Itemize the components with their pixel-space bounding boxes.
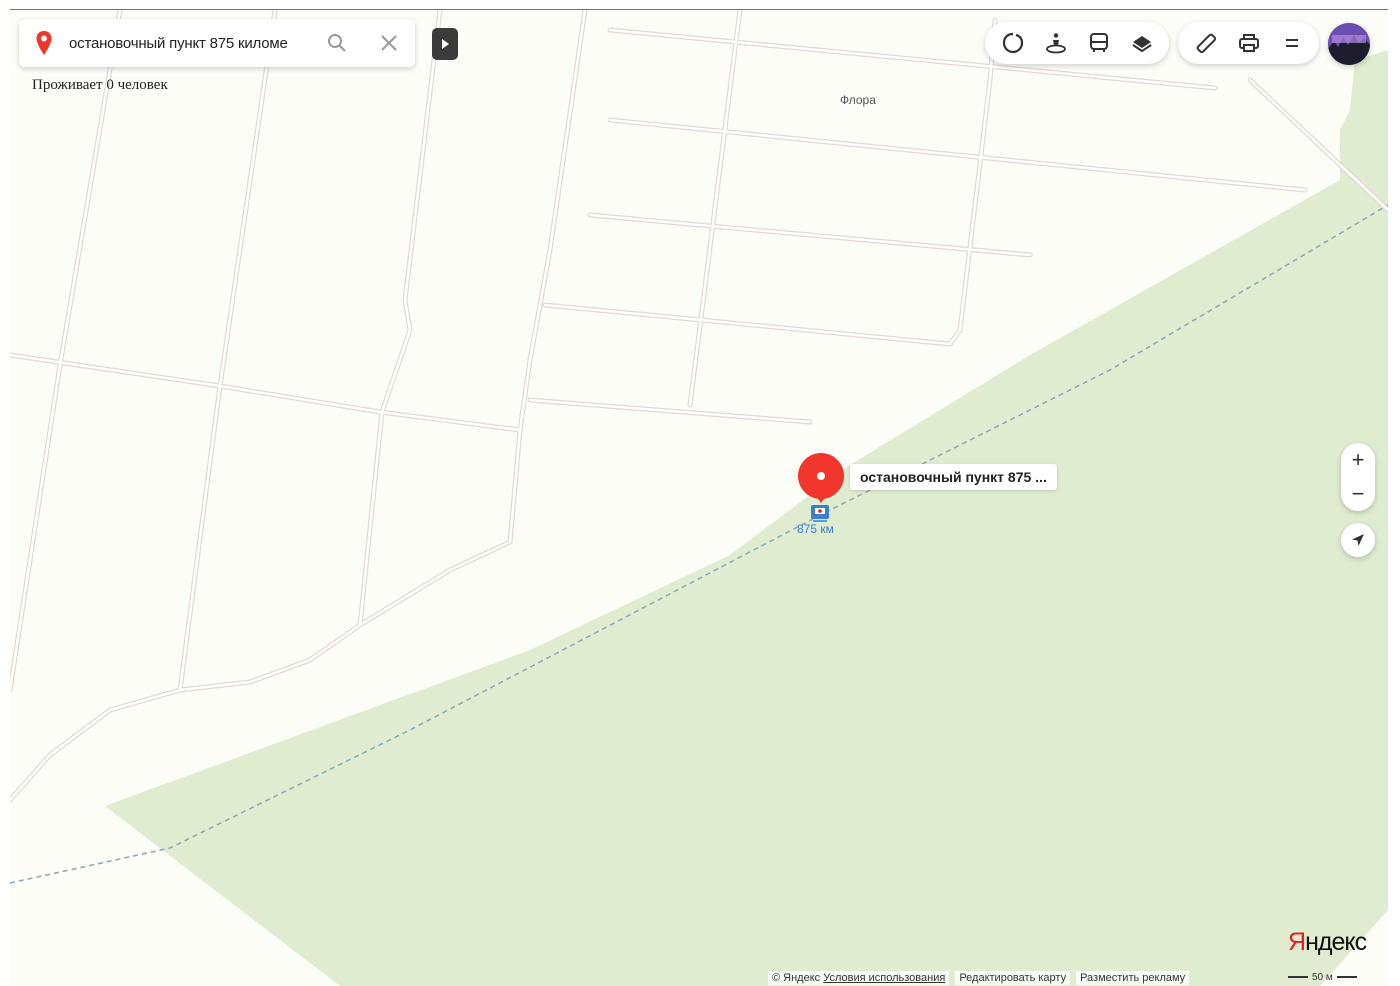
edit-map-link[interactable]: Редактировать карту bbox=[955, 970, 1071, 985]
ruler-icon bbox=[1196, 33, 1216, 54]
avatar-image-icon bbox=[1328, 23, 1370, 65]
location-pin-icon bbox=[35, 30, 55, 56]
panorama-button[interactable] bbox=[1034, 22, 1077, 64]
terms-link[interactable]: Условия использования bbox=[823, 971, 946, 984]
yandex-logo[interactable]: Яндекс bbox=[1288, 928, 1367, 956]
zoom-control: + − bbox=[1341, 443, 1375, 511]
scale-value: 50 м bbox=[1312, 971, 1333, 983]
roads-fill bbox=[10, 10, 1388, 802]
navigation-arrow-icon bbox=[1352, 534, 1364, 546]
ruler-button[interactable] bbox=[1184, 22, 1227, 64]
search-input[interactable]: остановочный пункт 875 киломе bbox=[69, 34, 288, 52]
panorama-icon bbox=[1045, 33, 1066, 54]
search-result-marker[interactable] bbox=[796, 453, 846, 503]
print-button[interactable] bbox=[1227, 22, 1270, 64]
place-label-flora: Флора bbox=[840, 93, 876, 107]
utility-toolbar bbox=[1178, 22, 1319, 64]
copyright-notice: © Яндекс Условия использования bbox=[768, 970, 950, 985]
geolocation-button[interactable] bbox=[1341, 523, 1375, 557]
play-arrow-icon bbox=[442, 39, 449, 49]
search-button[interactable] bbox=[325, 31, 349, 55]
marker-pin-icon bbox=[798, 453, 844, 503]
forest-area bbox=[105, 50, 1388, 986]
map-footer: © Яндекс Условия использования Редактиро… bbox=[768, 969, 1190, 986]
user-avatar[interactable] bbox=[1328, 23, 1370, 65]
railway-stop-label: 875 км bbox=[797, 522, 834, 536]
print-icon bbox=[1238, 34, 1259, 52]
railway-line bbox=[10, 204, 1388, 884]
layers-icon bbox=[1131, 36, 1152, 53]
expand-panel-button[interactable] bbox=[432, 28, 458, 60]
railway-stop-icon[interactable] bbox=[810, 504, 830, 522]
layers-button[interactable] bbox=[1120, 22, 1163, 64]
map-canvas[interactable] bbox=[10, 10, 1388, 986]
routes-icon bbox=[1002, 32, 1023, 54]
marker-label[interactable]: остановочный пункт 875 ... bbox=[850, 464, 1057, 490]
map-viewport[interactable]: Флора остановочный пункт 875 киломе Прож… bbox=[10, 9, 1388, 986]
menu-icon bbox=[1285, 39, 1298, 47]
scale-bar: 50 м bbox=[1288, 970, 1357, 984]
clear-search-button[interactable] bbox=[377, 31, 401, 55]
transport-button[interactable] bbox=[1077, 22, 1120, 64]
population-info: Проживает 0 человек bbox=[32, 77, 168, 93]
routes-button[interactable] bbox=[991, 22, 1034, 64]
transport-icon bbox=[1089, 33, 1108, 52]
menu-button[interactable] bbox=[1270, 22, 1313, 64]
search-box[interactable]: остановочный пункт 875 киломе bbox=[19, 19, 415, 67]
zoom-out-button[interactable]: − bbox=[1351, 481, 1365, 506]
search-icon bbox=[328, 34, 346, 52]
close-icon bbox=[381, 35, 397, 51]
map-tools-toolbar bbox=[985, 22, 1169, 64]
advertise-link[interactable]: Разместить рекламу bbox=[1076, 970, 1190, 985]
zoom-in-button[interactable]: + bbox=[1351, 447, 1365, 472]
